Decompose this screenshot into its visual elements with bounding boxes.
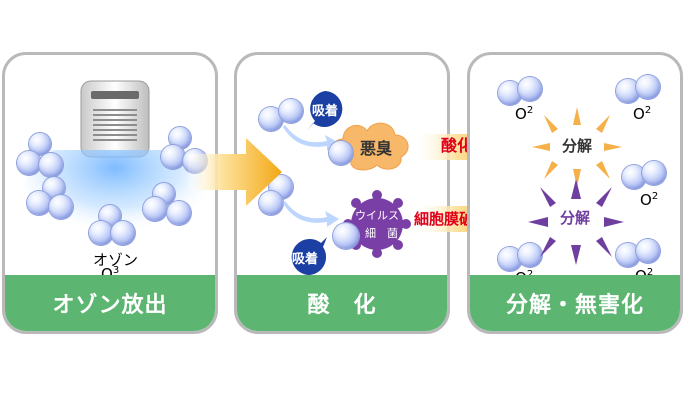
bacteria-label: 細 菌: [365, 227, 398, 240]
panel-title-decomposition: 分解・無害化: [470, 275, 680, 331]
virus-label: ウイルス: [355, 209, 399, 222]
decompose-label-1: 分解: [562, 137, 593, 155]
oxygen-molecule: [622, 161, 672, 191]
adsorb-label-bottom: 吸着: [291, 251, 318, 267]
oxygen-molecule: [498, 77, 548, 107]
small-arrow-icon: [283, 201, 339, 227]
odor-label: 悪臭: [360, 139, 393, 158]
ozone-molecule: [89, 205, 141, 253]
panel-title-emission: オゾン放出: [5, 275, 215, 331]
ozone-molecule: [259, 175, 309, 217]
flow-arrow-icon: [188, 138, 282, 206]
ozone-molecule: [27, 177, 79, 225]
oxygen-molecule: [498, 243, 548, 273]
ozone-molecule: [143, 183, 195, 231]
panel-ozone-emission: オゾン O3 オゾン放出: [2, 52, 218, 334]
decompose-burst-orange-icon: [532, 107, 622, 187]
adsorb-badge-icon: [307, 91, 343, 131]
adsorb-badge-icon: [291, 237, 327, 275]
o2-label: O2: [515, 105, 534, 123]
ozone-generator-icon: [80, 80, 150, 158]
decompose-burst-purple-icon: [528, 179, 624, 265]
o2-label: O2: [640, 191, 659, 209]
ozone-label: オゾン: [93, 251, 139, 269]
panel-oxidation: 吸着 悪臭 ウイルス 細 菌 吸着 酸 化: [234, 52, 450, 334]
o2-label: O2: [633, 105, 652, 123]
ozone-molecule: [259, 99, 309, 135]
ozone-mist: [25, 150, 205, 245]
panel-decomposition: O2 O2 O2 O2 O2 分解: [467, 52, 683, 334]
adsorb-label-top: 吸着: [311, 103, 338, 119]
panel-title-oxidation: 酸 化: [237, 275, 447, 331]
small-arrow-icon: [283, 125, 339, 151]
oxidize-label: 酸化: [441, 136, 474, 155]
ozone-atom: [333, 223, 359, 249]
ozone-molecule: [17, 133, 69, 181]
ozone-formula: O3: [101, 265, 120, 283]
oxygen-molecule: [616, 239, 666, 269]
ozone-atom: [329, 141, 353, 165]
oxygen-molecule: [616, 75, 666, 105]
decompose-label-2: 分解: [560, 209, 591, 227]
